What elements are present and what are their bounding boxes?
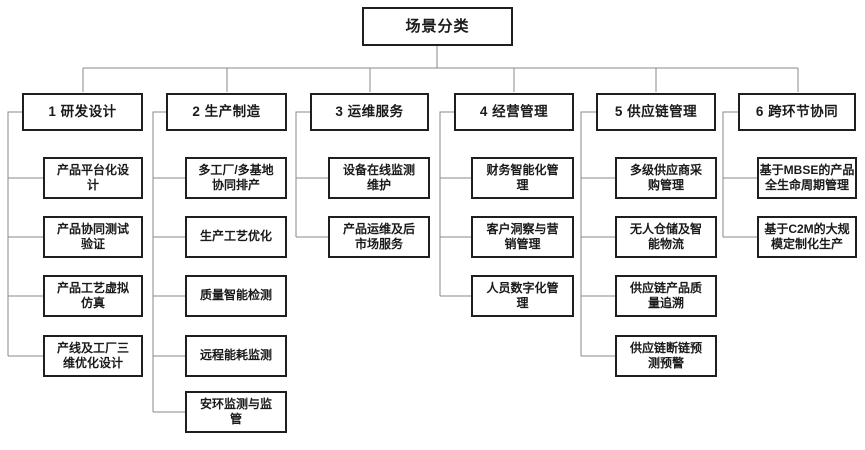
scenario-node: 产品运维及后 市场服务: [328, 216, 430, 258]
category-header-2: 2 生产制造: [166, 93, 287, 131]
scenario-node: 供应链断链预 测预警: [615, 335, 717, 377]
scenario-node: 质量智能检测: [185, 275, 287, 317]
scenario-node: 人员数字化管 理: [471, 275, 574, 317]
scenario-node: 远程能耗监测: [185, 335, 287, 377]
trunk-connector: [82, 46, 799, 92]
scenario-node: 多工厂/多基地 协同排产: [185, 157, 287, 199]
column-2-spine: [152, 111, 185, 413]
category-header-1: 1 研发设计: [22, 93, 143, 131]
scenario-node: 客户洞察与营 销管理: [471, 216, 574, 258]
category-header-4: 4 经营管理: [454, 93, 574, 131]
scenario-node: 产线及工厂三 维优化设计: [43, 335, 143, 377]
scenario-node: 供应链产品质 量追溯: [615, 275, 717, 317]
scenario-node: 多级供应商采 购管理: [615, 157, 717, 199]
scenario-node: 设备在线监测 维护: [328, 157, 430, 199]
scenario-node: 基于MBSE的产品 全生命周期管理: [757, 157, 857, 199]
scenario-node: 财务智能化管 理: [471, 157, 574, 199]
scenario-node: 生产工艺优化: [185, 216, 287, 258]
scenario-node: 产品平台化设 计: [43, 157, 143, 199]
scenario-node: 基于C2M的大规 模定制化生产: [757, 216, 857, 258]
category-header-5: 5 供应链管理: [596, 93, 716, 131]
category-header-3: 3 运维服务: [310, 93, 429, 131]
scenario-node: 安环监测与监 管: [185, 391, 287, 433]
column-4-spine: [439, 111, 471, 297]
scenario-node: 产品协同测试 验证: [43, 216, 143, 258]
root-node: 场景分类: [362, 7, 513, 46]
column-5-spine: [580, 111, 615, 357]
column-1-spine: [7, 111, 43, 357]
scenario-node: 产品工艺虚拟 仿真: [43, 275, 143, 317]
category-header-6: 6 跨环节协同: [738, 93, 856, 131]
scenario-node: 无人仓储及智 能物流: [615, 216, 717, 258]
